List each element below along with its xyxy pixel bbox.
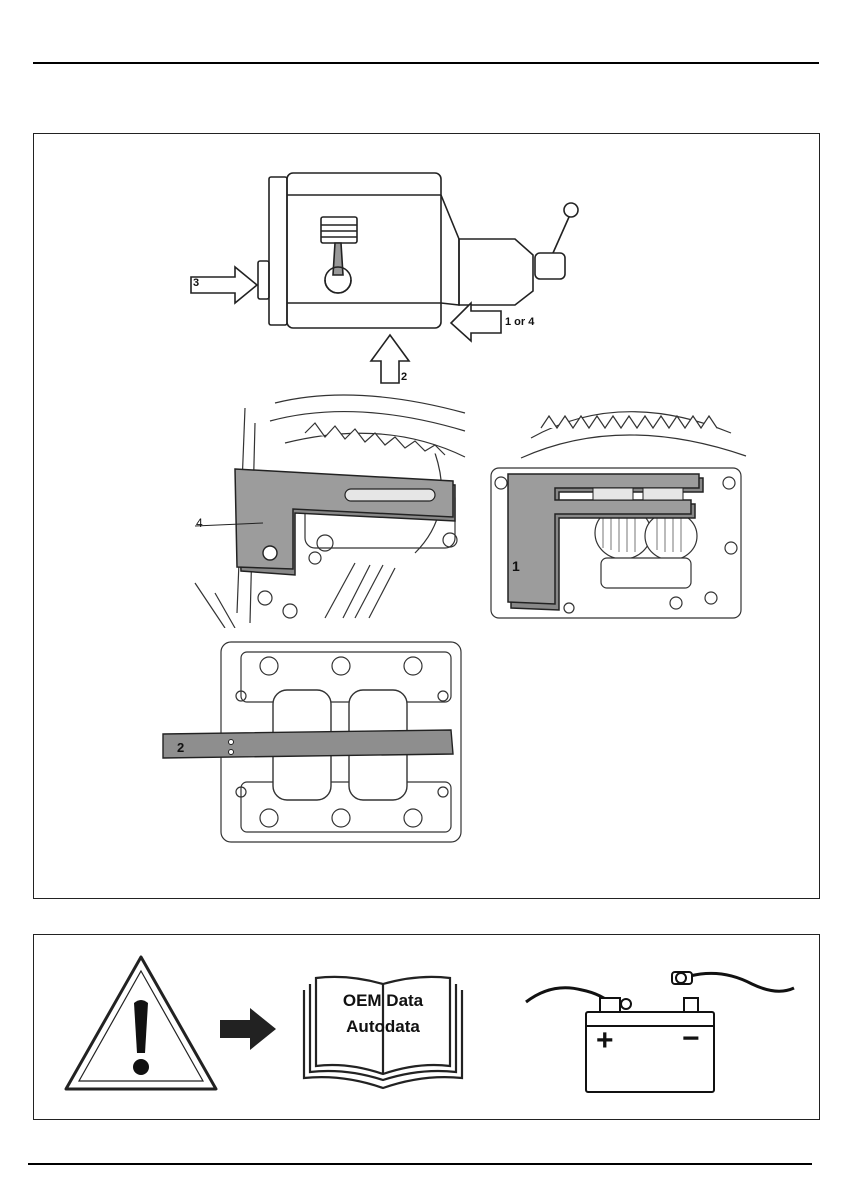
arrow-right-icon [218, 1006, 278, 1052]
photo-locking-tool-1: 1 [471, 408, 755, 628]
manual-book-icon: OEM Data Autodata [298, 970, 468, 1092]
book-line-autodata: Autodata [321, 1017, 445, 1037]
arrow-label-3: 3 [193, 277, 199, 289]
arrow-label-2: 2 [401, 371, 407, 383]
tool-label-4: 4 [196, 516, 203, 530]
footer-rule [28, 1163, 812, 1165]
battery-icon: + − [522, 962, 802, 1098]
arrow-label-1-or-4: 1 or 4 [505, 316, 534, 328]
photo-locking-tool-4: 4 [155, 393, 470, 628]
tool-label-1: 1 [512, 558, 520, 574]
battery-minus-sign: − [682, 1022, 700, 1056]
engine-schematic: 3 1 or 4 2 [165, 165, 585, 390]
tool-label-2: 2 [177, 740, 184, 755]
warning-triangle-icon [62, 953, 220, 1093]
header-rule [33, 62, 819, 64]
battery-plus-sign: + [596, 1024, 614, 1058]
book-line-oem: OEM Data [321, 991, 445, 1011]
photo-locking-tool-2: 2 [161, 632, 466, 846]
